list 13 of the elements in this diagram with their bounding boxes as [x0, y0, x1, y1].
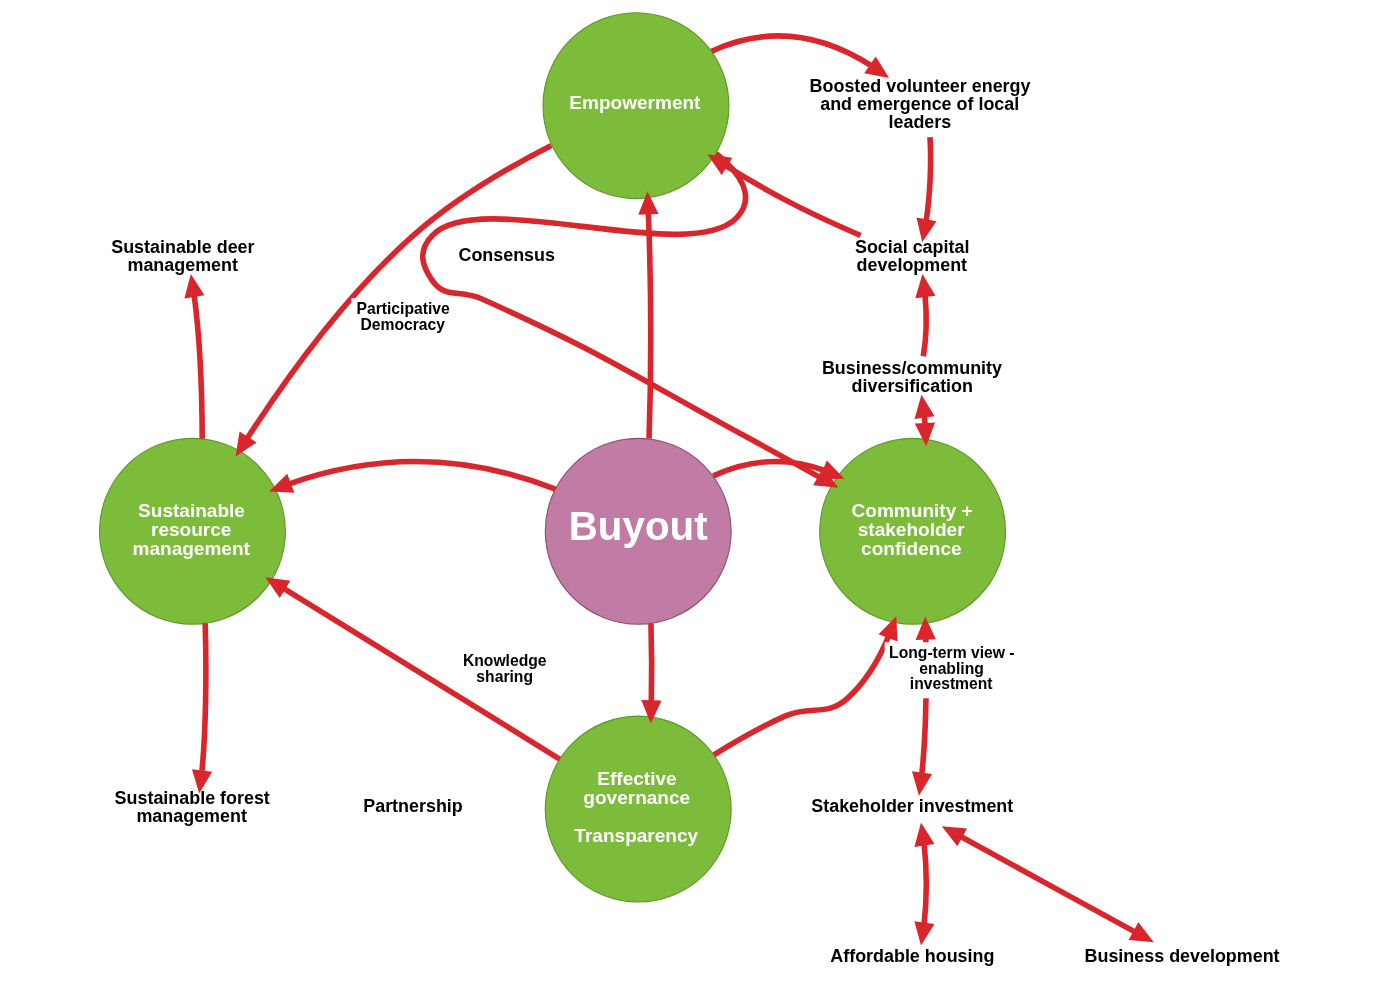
node-text: Sustainable deer management: [110, 237, 255, 276]
node-text: Sustainable forest management: [114, 788, 270, 827]
node-text: Business/community diversification: [821, 358, 1002, 397]
node-text: Affordable housing: [829, 946, 994, 967]
edge-label: Knowledge sharing: [462, 651, 547, 685]
node-text: Business development: [1084, 946, 1280, 967]
label: Consensus: [457, 245, 555, 266]
edge-label: Long-term view - enabling investment: [888, 644, 1014, 693]
node-text: Stakeholder investment: [810, 796, 1013, 817]
node-text: Boosted volunteer energy and emergence of local leaders: [809, 76, 1030, 132]
label: Partnership: [362, 796, 463, 817]
node-text: Social capital development: [854, 237, 969, 276]
edge-label: Participative Democracy: [356, 300, 450, 333]
